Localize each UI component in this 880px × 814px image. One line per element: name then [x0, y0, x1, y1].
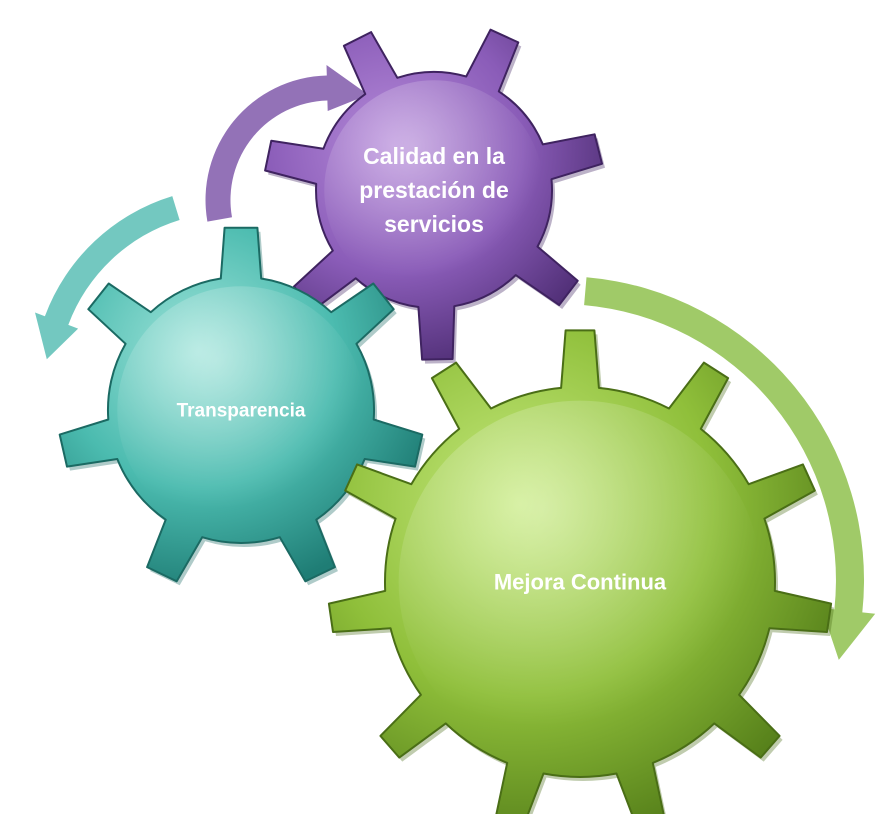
- gears-layer: Calidad en la prestación de serviciosTrans…: [58, 28, 835, 814]
- gear-transparencia-label: Transparencia: [177, 401, 306, 422]
- gear-mejora-highlight: [398, 400, 762, 764]
- gear-transparencia: Transparencia: [58, 226, 426, 586]
- gear-transparencia-highlight: [117, 286, 365, 534]
- gear-calidad-label: Calidad en la prestación de servicios: [359, 143, 509, 237]
- green-arrow: [584, 277, 876, 660]
- gear-label-line: servicios: [384, 211, 484, 237]
- gear-label-line: Transparencia: [177, 401, 306, 422]
- gear-calidad: Calidad en la prestación de servicios: [264, 28, 605, 364]
- arrows-layer: [35, 65, 876, 660]
- gear-label-line: Calidad en la: [363, 143, 505, 169]
- gear-mejora-label: Mejora Continua: [494, 570, 667, 595]
- purple-arrow: [205, 65, 369, 222]
- gear-mejora: Mejora Continua: [327, 329, 835, 814]
- gear-calidad-highlight: [324, 80, 544, 300]
- gear-label-line: prestación de: [359, 177, 509, 203]
- gear-label-line: Mejora Continua: [494, 570, 667, 595]
- teal-arrow: [35, 196, 180, 360]
